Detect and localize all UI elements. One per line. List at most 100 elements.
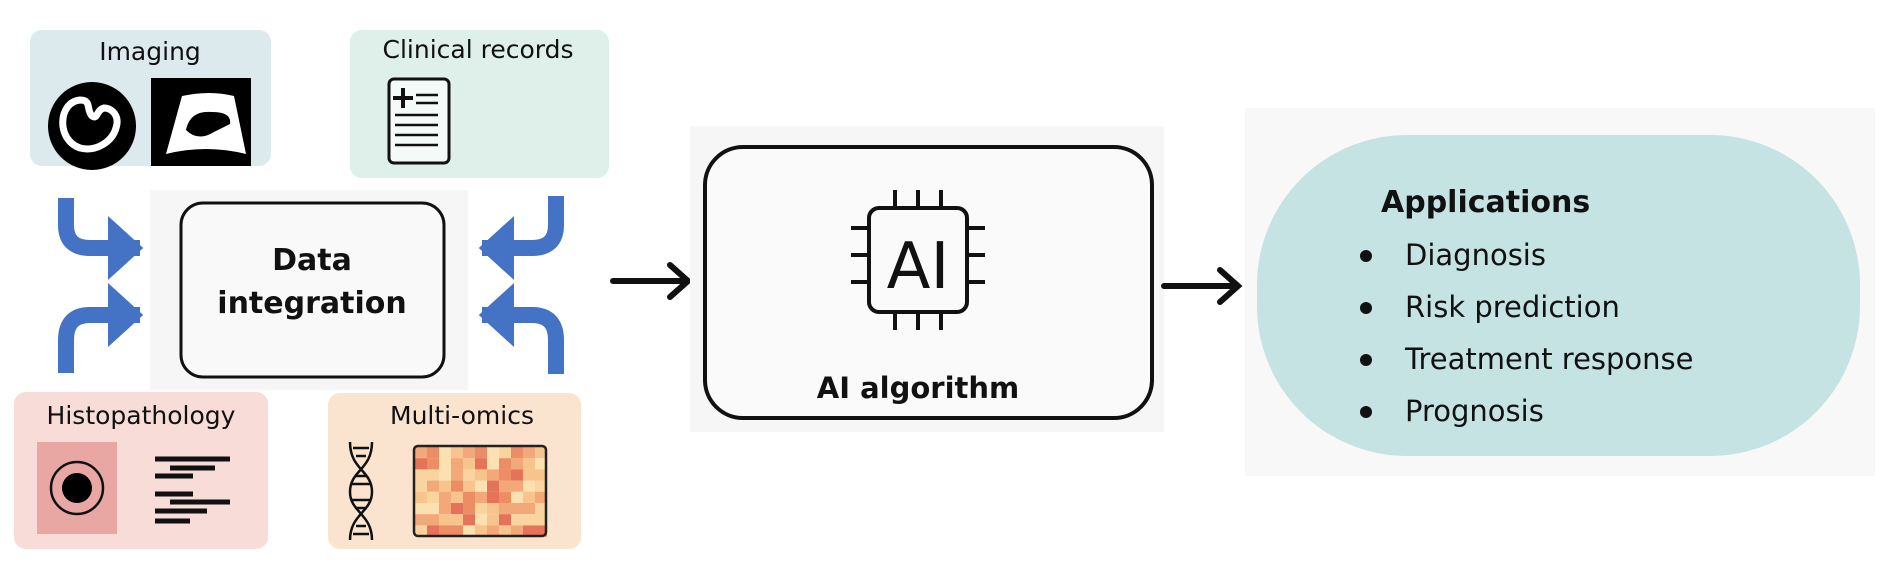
- heatmap-cell: [451, 469, 463, 481]
- heatmap-cell: [475, 514, 487, 526]
- heatmap-cell: [487, 458, 499, 470]
- heatmap-cell: [523, 458, 535, 470]
- arrow-imaging-to-integration: [58, 198, 144, 280]
- heatmap-cell: [535, 491, 547, 503]
- heatmap-cell: [511, 525, 523, 537]
- heatmap-cell: [523, 491, 535, 503]
- heatmap-cell: [451, 514, 463, 526]
- multi-omics-label: Multi-omics: [390, 401, 534, 430]
- heatmap-cell: [475, 469, 487, 481]
- heatmap-cell: [451, 447, 463, 459]
- heatmap-cell: [415, 480, 427, 492]
- heatmap-cell: [487, 469, 499, 481]
- ai-algorithm-box: AI AI algorithm: [703, 145, 1154, 420]
- imaging-source: Imaging: [30, 30, 271, 170]
- ultrasound-icon: [151, 78, 251, 166]
- heatmap-cell: [463, 447, 475, 459]
- heatmap-cell: [511, 503, 523, 515]
- heatmap-cell: [487, 503, 499, 515]
- data-integration-line2: integration: [217, 286, 406, 321]
- heatmap-cell: [487, 491, 499, 503]
- heatmap-cell: [415, 491, 427, 503]
- heatmap-cell: [463, 458, 475, 470]
- dna-helix-icon: [348, 441, 374, 541]
- heatmap-cell: [475, 491, 487, 503]
- heatmap-cell: [499, 514, 511, 526]
- heatmap-cell: [511, 480, 523, 492]
- heatmap-cell: [499, 525, 511, 537]
- heatmap-cell: [475, 503, 487, 515]
- heatmap-cell: [427, 469, 439, 481]
- heatmap-cell: [463, 503, 475, 515]
- heatmap-cell: [427, 525, 439, 537]
- heatmap-cell: [535, 503, 547, 515]
- heatmap-cell: [535, 514, 547, 526]
- heatmap-cell: [499, 469, 511, 481]
- heatmap-cell: [451, 458, 463, 470]
- application-item: Risk prediction: [1405, 290, 1620, 324]
- heatmap-cell: [427, 514, 439, 526]
- data-integration-line1: Data: [272, 243, 352, 278]
- heatmap-cell: [523, 503, 535, 515]
- bullet-icon: [1360, 354, 1372, 366]
- bullet-icon: [1360, 406, 1372, 418]
- histopathology-source: Histopathology: [14, 392, 268, 549]
- heatmap-cell: [439, 514, 451, 526]
- heatmap-cell: [511, 447, 523, 459]
- bullet-icon: [1360, 302, 1372, 314]
- heatmap-cell: [463, 469, 475, 481]
- heatmap-cell: [511, 491, 523, 503]
- heatmap-cell: [511, 458, 523, 470]
- arrow-histopathology-to-integration: [58, 283, 144, 373]
- heatmap-cell: [487, 514, 499, 526]
- heatmap-cell: [499, 458, 511, 470]
- heatmap-cell: [439, 447, 451, 459]
- multi-omics-source: Multi-omics: [328, 393, 581, 549]
- imaging-label: Imaging: [99, 37, 201, 66]
- heatmap-cell: [487, 525, 499, 537]
- heatmap-cell: [451, 491, 463, 503]
- heatmap-cell: [487, 447, 499, 459]
- report-lines-icon: [155, 456, 230, 524]
- arrow-to-ai: [610, 262, 693, 300]
- heatmap-cell: [535, 480, 547, 492]
- heatmap-cell: [511, 469, 523, 481]
- heatmap-cell: [535, 447, 547, 459]
- heatmap-cell: [415, 514, 427, 526]
- heatmap-cell: [475, 447, 487, 459]
- heatmap-cell: [523, 480, 535, 492]
- medical-record-icon: [387, 77, 451, 165]
- tissue-slide-icon: [37, 442, 117, 534]
- ai-algorithm-label: AI algorithm: [817, 371, 1020, 405]
- heatmap-cell: [463, 491, 475, 503]
- heatmap-cell: [499, 480, 511, 492]
- heatmap-cell: [535, 525, 547, 537]
- heatmap-cell: [463, 525, 475, 537]
- heatmap-cell: [499, 503, 511, 515]
- heatmap-cell: [415, 469, 427, 481]
- heatmap-cell: [523, 514, 535, 526]
- heatmap-cell: [427, 503, 439, 515]
- heatmap-cell: [475, 480, 487, 492]
- heatmap-cell: [535, 469, 547, 481]
- histopathology-label: Histopathology: [47, 401, 236, 430]
- heatmap-cell: [451, 503, 463, 515]
- ai-chip-text: AI: [887, 230, 950, 304]
- clinical-records-source: Clinical records: [350, 30, 609, 178]
- application-item: Treatment response: [1404, 342, 1694, 376]
- heatmap-cell: [439, 480, 451, 492]
- clinical-records-label: Clinical records: [383, 35, 574, 64]
- heatmap-cell: [463, 514, 475, 526]
- heatmap-cell: [439, 491, 451, 503]
- heatmap-cell: [415, 458, 427, 470]
- heatmap-cell: [451, 480, 463, 492]
- heatmap-cell: [475, 458, 487, 470]
- heatmap-cell: [439, 458, 451, 470]
- applications-title: Applications: [1381, 185, 1590, 220]
- blue-arrows: [58, 196, 564, 374]
- data-integration-box: Data integration: [179, 201, 446, 379]
- arrow-multiomics-to-integration: [478, 283, 564, 374]
- heatmap-cell: [511, 514, 523, 526]
